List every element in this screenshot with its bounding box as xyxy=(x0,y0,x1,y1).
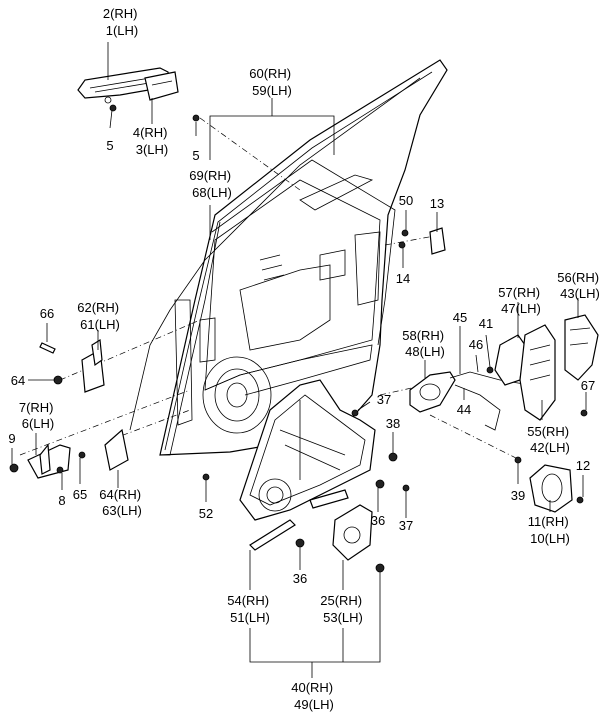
bolt-37b xyxy=(402,484,410,492)
label-58-48: 58(RH) 48(LH) xyxy=(402,328,448,359)
nut-36a xyxy=(375,479,385,489)
rod-45 xyxy=(449,371,531,386)
label-11-10: 11(RH) 10(LH) xyxy=(528,514,573,546)
leader-dash-5 xyxy=(384,234,441,246)
leader-lines xyxy=(11,42,587,678)
leader-dash-6 xyxy=(429,414,521,461)
label-25-53: 25(RH) 53(LH) xyxy=(320,593,366,625)
inside-handle-58 xyxy=(409,371,456,413)
bolt-41-46 xyxy=(486,366,494,374)
label-44: 44 xyxy=(457,402,471,417)
upper-hinge xyxy=(81,338,105,393)
bolt-9 xyxy=(9,463,19,473)
label-7-6: 7(RH) 6(LH) xyxy=(19,400,57,431)
label-36b: 36 xyxy=(293,571,307,586)
bolt-50 xyxy=(401,229,409,237)
label-60-59: 60(RH) 59(LH) xyxy=(249,66,295,98)
label-54-51: 54(RH) 51(LH) xyxy=(227,593,273,625)
label-67: 67 xyxy=(581,378,595,393)
label-13: 13 xyxy=(430,196,444,211)
label-62-61: 62(RH) 61(LH) xyxy=(77,300,123,332)
screw-39 xyxy=(514,456,522,464)
label-37b: 37 xyxy=(399,518,413,533)
label-56-43: 56(RH) 43(LH) xyxy=(557,270,603,301)
label-55-42: 55(RH) 42(LH) xyxy=(527,424,573,455)
nut-40 xyxy=(375,563,385,573)
label-69-68: 69(RH) 68(LH) xyxy=(189,168,235,200)
bolt-8 xyxy=(56,466,64,474)
label-46: 46 xyxy=(469,337,483,352)
label-66: 66 xyxy=(40,306,54,321)
striker-13 xyxy=(429,227,446,255)
label-45: 45 xyxy=(453,310,467,325)
screw-52 xyxy=(202,473,210,481)
label-12: 12 xyxy=(576,458,590,473)
cable-44 xyxy=(454,384,501,431)
label-37a: 37 xyxy=(377,392,391,407)
label-2-1: 2(RH) 1(LH) xyxy=(103,6,141,38)
outside-handle xyxy=(77,67,179,104)
label-50: 50 xyxy=(399,193,413,208)
lower-hinge-63-64 xyxy=(104,428,129,471)
label-38: 38 xyxy=(386,416,400,431)
label-52: 52 xyxy=(199,506,213,521)
window-regulator xyxy=(239,379,376,551)
inside-handle-10-11 xyxy=(529,464,573,513)
nut-64a xyxy=(53,375,63,385)
bolt-66 xyxy=(39,342,56,354)
latch-assembly-42 xyxy=(519,324,556,421)
label-57-47: 57(RH) 47(LH) xyxy=(498,285,544,316)
bolt-65 xyxy=(78,451,86,459)
label-5b: 5 xyxy=(192,148,199,163)
label-64-63: 64(RH) 63(LH) xyxy=(99,487,145,518)
screw-5a xyxy=(109,104,117,112)
label-65: 65 xyxy=(73,487,87,502)
screw-12 xyxy=(576,496,584,504)
label-5a: 5 xyxy=(106,138,113,153)
bolt-67 xyxy=(580,409,588,417)
label-64: 64 xyxy=(11,373,25,388)
label-39: 39 xyxy=(511,488,525,503)
regulator-motor xyxy=(332,504,373,561)
screw-5b xyxy=(192,114,200,122)
label-14: 14 xyxy=(396,271,410,286)
label-41: 41 xyxy=(479,316,493,331)
bolt-37a xyxy=(351,409,359,417)
leader-dash-2 xyxy=(59,319,201,381)
bolt-14 xyxy=(398,241,406,249)
label-8: 8 xyxy=(58,493,65,508)
lower-hinge-6-7 xyxy=(27,443,71,479)
label-36a: 36 xyxy=(371,513,385,528)
actuator-43 xyxy=(564,314,599,381)
leader-dash-1 xyxy=(199,117,301,191)
label-4-3: 4(RH) 3(LH) xyxy=(133,125,171,157)
label-40-49: 40(RH) 49(LH) xyxy=(291,680,337,712)
nut-38 xyxy=(388,452,398,462)
label-9: 9 xyxy=(8,431,15,446)
nut-36b xyxy=(295,538,305,548)
